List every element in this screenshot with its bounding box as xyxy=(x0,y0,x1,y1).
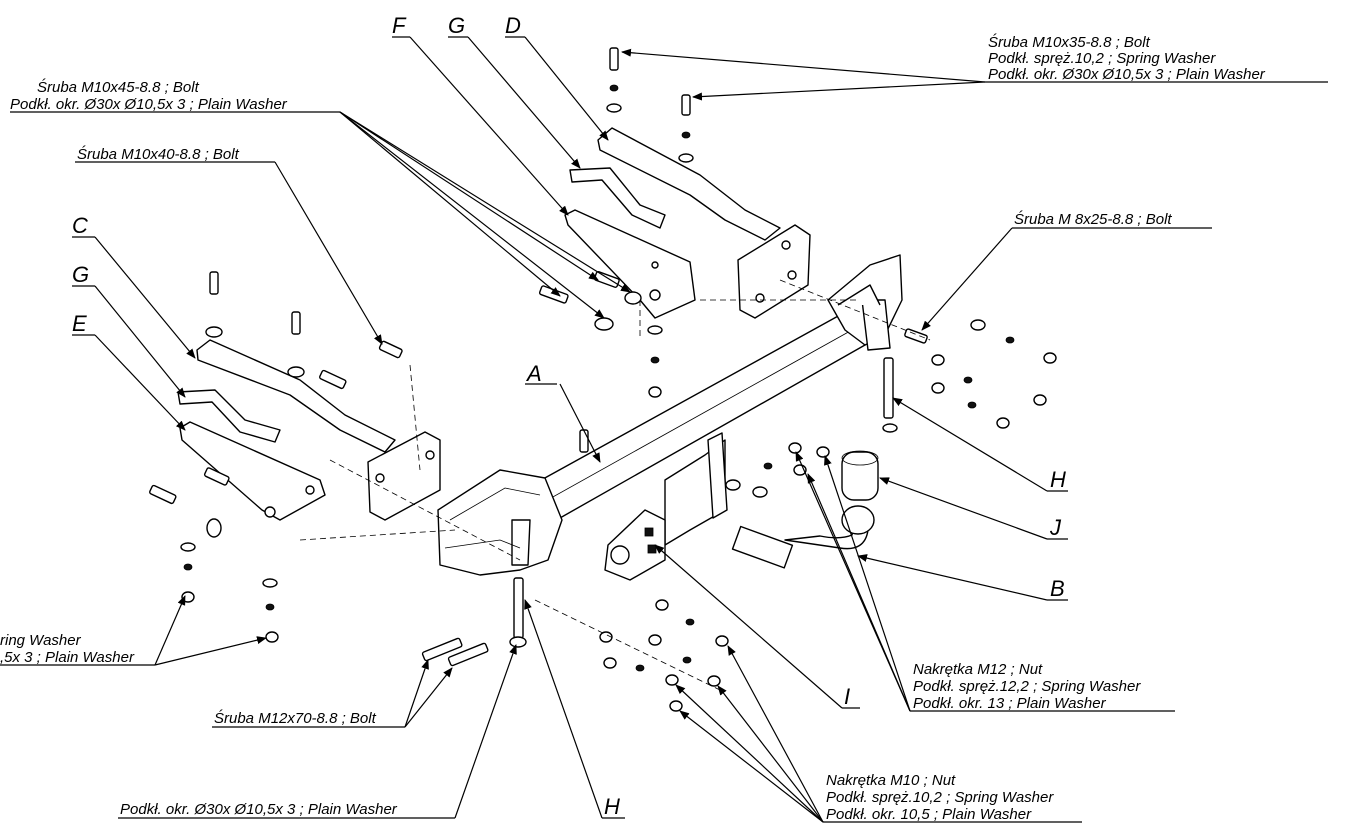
bracket-D xyxy=(597,127,811,319)
note-bolt-m8x25: Śruba M 8x25-8.8 ; Bolt xyxy=(1014,210,1172,228)
left-end-bracket xyxy=(437,469,563,576)
part-letter-labels: A C G E F G D H J B I H xyxy=(72,13,1066,819)
bracket-C xyxy=(196,339,441,521)
fasteners xyxy=(149,47,1057,712)
note-bolt-m12x70: Śruba M12x70-8.8 ; Bolt xyxy=(214,709,377,727)
label-G-left: G xyxy=(72,262,89,287)
bracket-F xyxy=(564,209,696,319)
label-F: F xyxy=(392,13,407,38)
label-I: I xyxy=(844,684,850,709)
label-E: E xyxy=(72,311,87,336)
label-B: B xyxy=(1050,576,1065,601)
tow-ball-assembly xyxy=(731,450,879,569)
note-nut-m12-line3: Podkł. okr. 13 ; Plain Washer xyxy=(913,695,1107,712)
note-nut-m12-line2: Podkł. spręż.12,2 ; Spring Washer xyxy=(913,678,1141,695)
note-bolt-m10x35-line1: Śruba M10x35-8.8 ; Bolt xyxy=(988,33,1151,51)
note-bottom-washer: Podkł. okr. Ø30x Ø10,5x 3 ; Plain Washer xyxy=(120,801,398,818)
assembly-guide-lines xyxy=(299,279,931,691)
note-nut-m10-line2: Podkł. spręż.10,2 ; Spring Washer xyxy=(826,789,1054,806)
bracket-G-left xyxy=(177,389,281,443)
label-G-top: G xyxy=(448,13,465,38)
bracket-G-top xyxy=(569,167,666,229)
label-H-right: H xyxy=(1050,467,1066,492)
note-nut-m10-line1: Nakrętka M10 ; Nut xyxy=(826,772,956,789)
label-H-bottom: H xyxy=(604,794,620,819)
note-left-washers-line1: ring Washer xyxy=(0,632,82,649)
note-bolt-m10x35-line2: Podkł. spręż.10,2 ; Spring Washer xyxy=(988,50,1216,67)
note-bolt-m10x35-line3: Podkł. okr. Ø30x Ø10,5x 3 ; Plain Washer xyxy=(988,66,1266,83)
note-bolt-m10x45-line2: Podkł. okr. Ø30x Ø10,5x 3 ; Plain Washer xyxy=(10,96,288,113)
note-nut-m10-line3: Podkł. okr. 10,5 ; Plain Washer xyxy=(826,806,1032,823)
right-end-bracket xyxy=(827,254,903,351)
note-bolt-m10x45-line1: Śruba M10x45-8.8 ; Bolt xyxy=(37,78,200,96)
callout-notes: Śruba M10x35-8.8 ; Bolt Podkł. spręż.10,… xyxy=(0,33,1266,823)
note-nut-m12-line1: Nakrętka M12 ; Nut xyxy=(913,661,1043,678)
label-A: A xyxy=(525,361,542,386)
bracket-E xyxy=(179,421,326,521)
label-D: D xyxy=(505,13,521,38)
leader-lines xyxy=(0,36,1328,823)
note-bolt-m10x40: Śruba M10x40-8.8 ; Bolt xyxy=(77,145,240,163)
label-J: J xyxy=(1049,515,1062,540)
drawing-parts xyxy=(149,47,1057,712)
label-C: C xyxy=(72,213,88,238)
note-left-washers-line2: ,5x 3 ; Plain Washer xyxy=(0,649,135,666)
